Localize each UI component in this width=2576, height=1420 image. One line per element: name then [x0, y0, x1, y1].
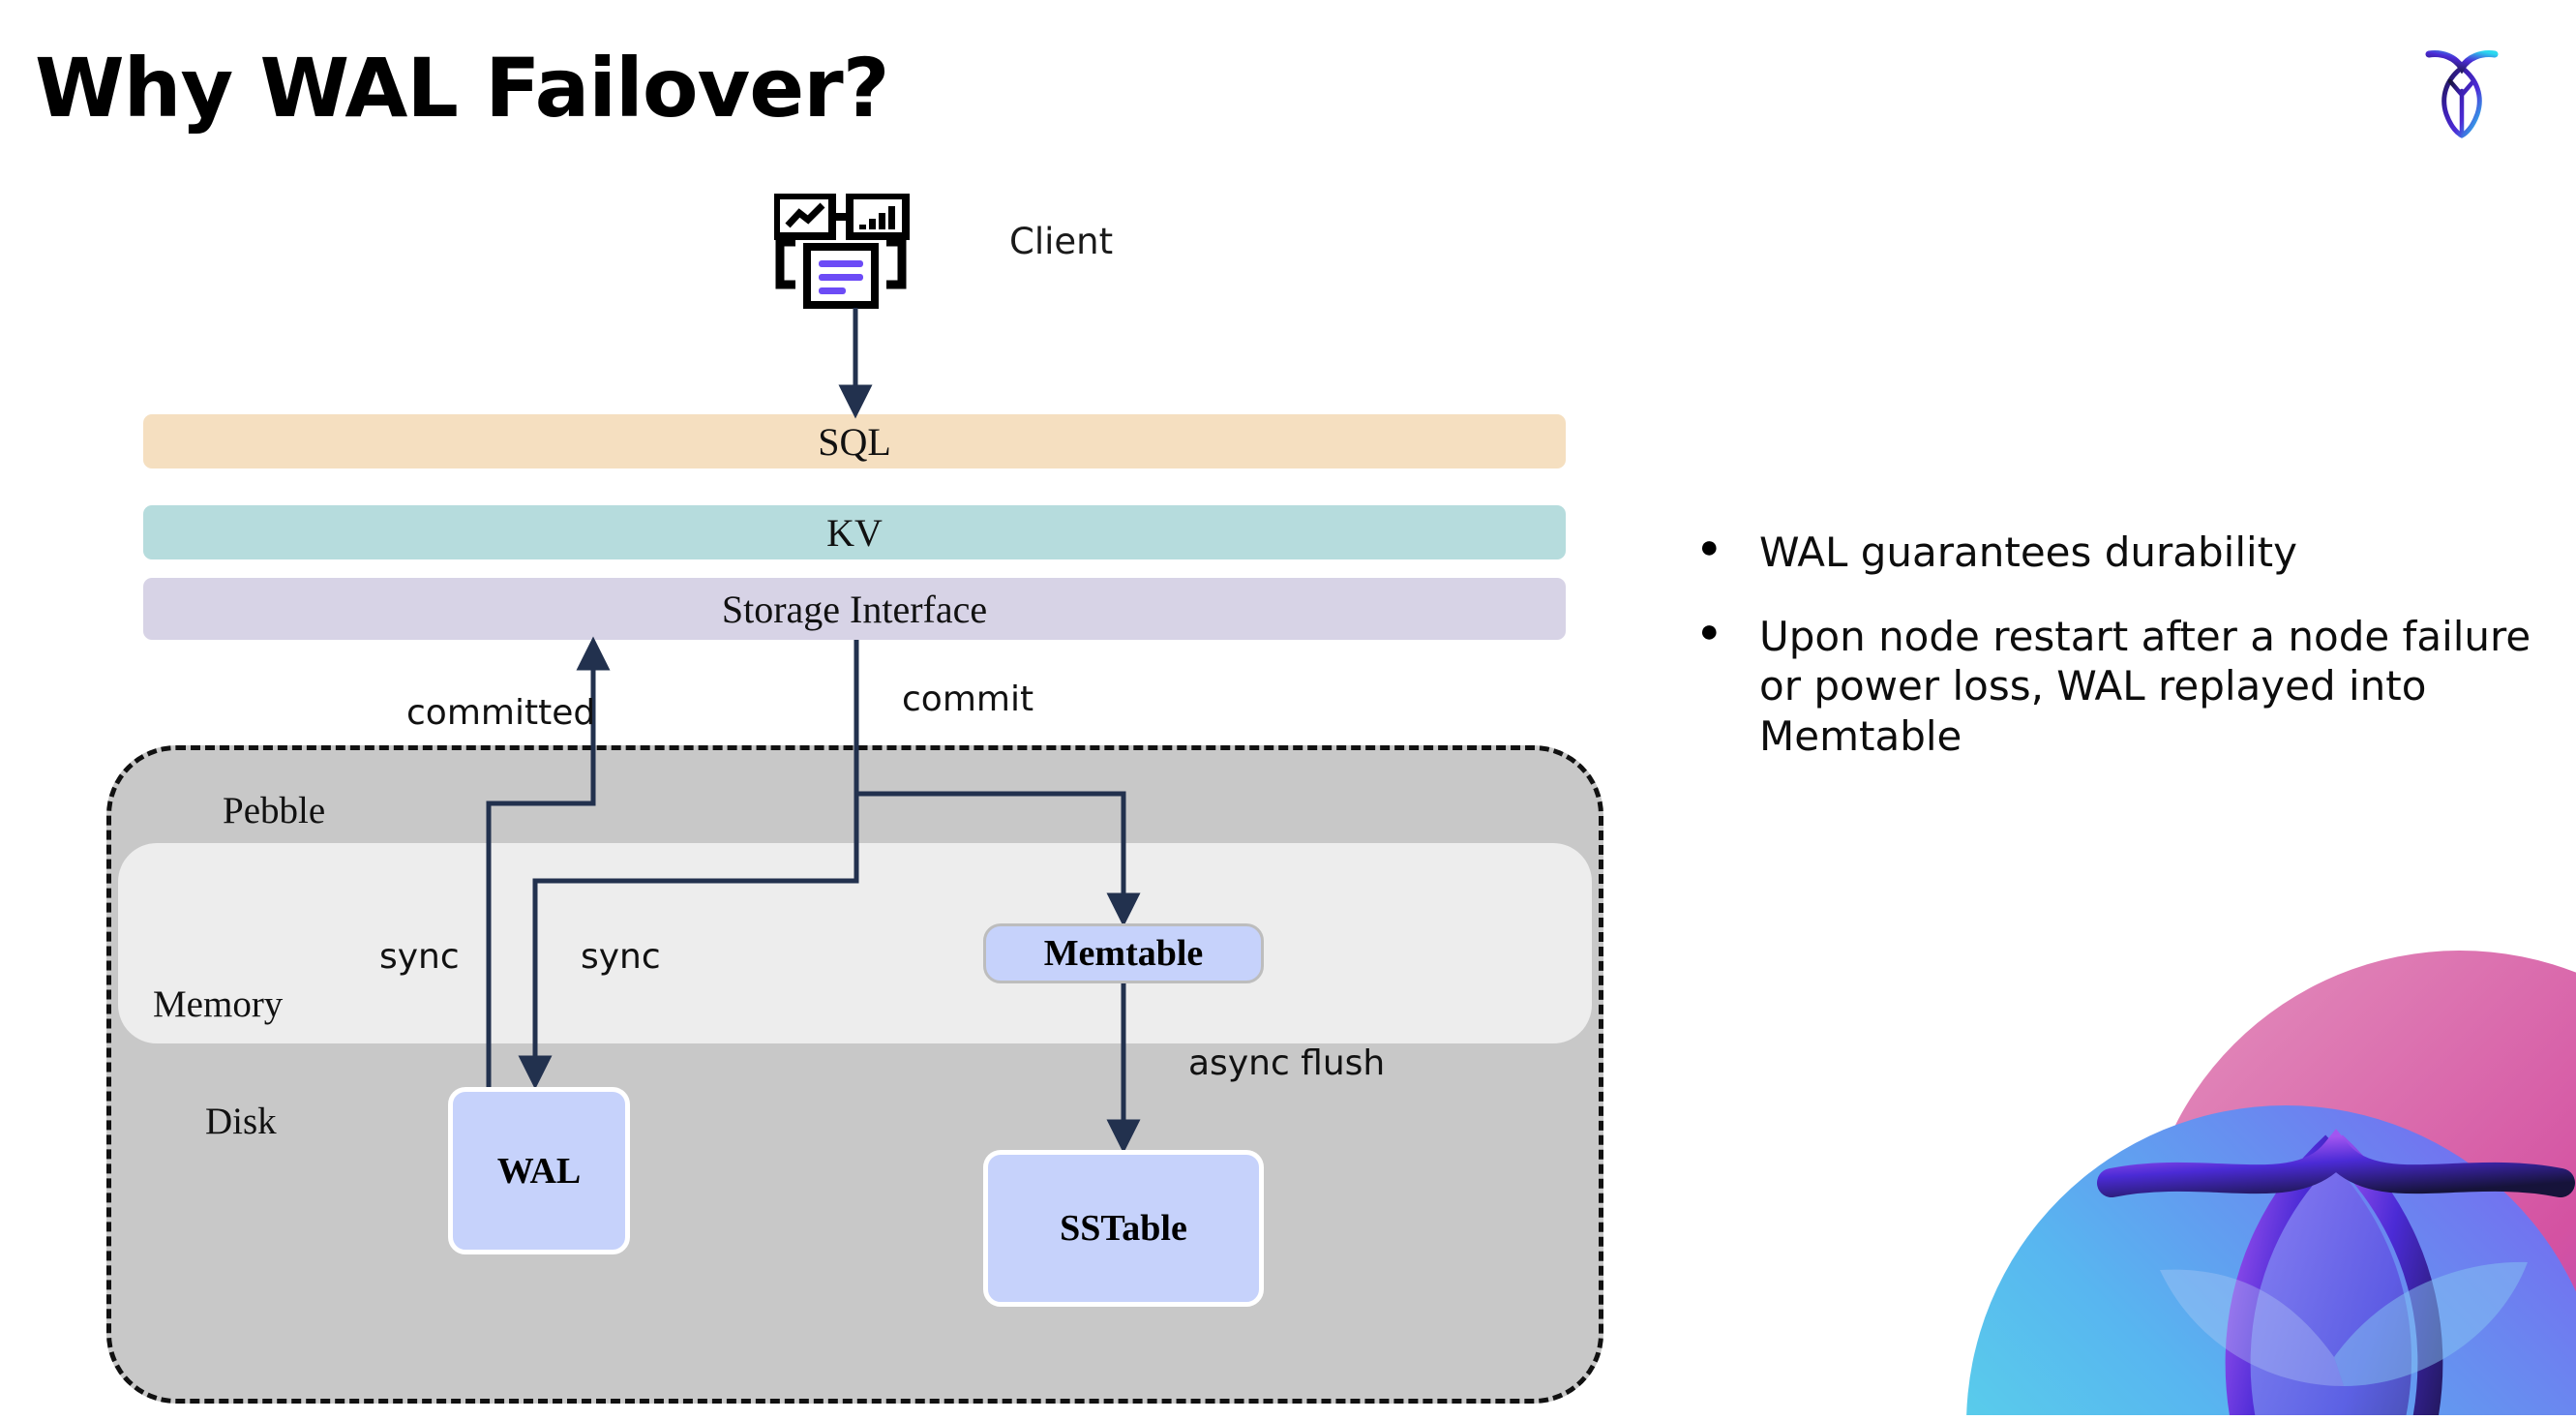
bullet-marker: ● — [1699, 613, 1720, 650]
edge-label-sync-committed: sync — [379, 937, 460, 977]
node-memtable-label: Memtable — [1043, 933, 1204, 974]
bullet-list: ● WAL guarantees durability ● Upon node … — [1699, 528, 2531, 796]
edge-label-sync-write: sync — [581, 937, 661, 977]
page-title: Why WAL Failover? — [35, 41, 889, 136]
list-item: ● WAL guarantees durability — [1699, 528, 2531, 577]
layer-bar-kv-label: KV — [826, 510, 883, 555]
cockroachdb-corner-decoration-icon — [1918, 902, 2576, 1415]
client-label: Client — [1009, 221, 1114, 262]
node-wal-label: WAL — [496, 1150, 582, 1192]
memory-region-label: Memory — [153, 983, 284, 1025]
node-sstable: SSTable — [983, 1150, 1264, 1307]
cockroachdb-logo-icon — [2408, 35, 2516, 143]
pebble-label: Pebble — [223, 790, 326, 831]
layer-bar-storage-interface-label: Storage Interface — [721, 587, 988, 631]
client-dashboard-icon — [772, 192, 929, 315]
bullet-text: Upon node restart after a node failure o… — [1759, 613, 2531, 760]
layer-bar-sql-label: SQL — [818, 419, 891, 464]
bullet-text: WAL guarantees durability — [1759, 529, 2298, 576]
edge-label-committed: committed — [406, 693, 596, 733]
layer-bar-kv: KV — [143, 505, 1566, 559]
memory-region — [118, 843, 1592, 1043]
list-item: ● Upon node restart after a node failure… — [1699, 612, 2531, 761]
layer-bar-storage-interface: Storage Interface — [143, 578, 1566, 640]
bullet-marker: ● — [1699, 529, 1720, 565]
node-sstable-label: SSTable — [1060, 1208, 1187, 1249]
edge-label-async-flush: async flush — [1188, 1043, 1386, 1083]
edge-label-commit: commit — [902, 680, 1034, 719]
node-wal: WAL — [448, 1087, 630, 1254]
node-memtable: Memtable — [983, 923, 1264, 983]
disk-region-label: Disk — [205, 1101, 277, 1142]
layer-bar-sql: SQL — [143, 414, 1566, 468]
